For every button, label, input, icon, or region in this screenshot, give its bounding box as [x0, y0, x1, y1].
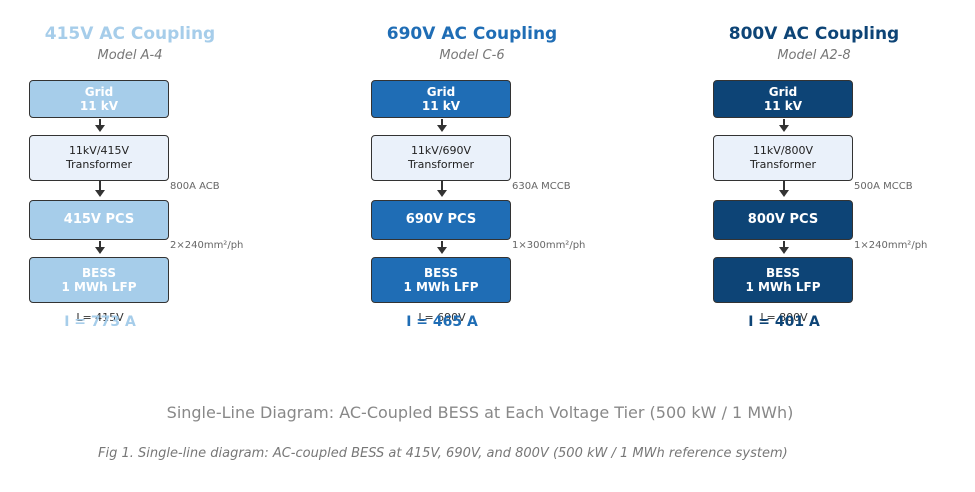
pcs-box: 800V PCS [713, 200, 853, 240]
grid-box: Grid 11 kV [29, 80, 169, 118]
column-model: Model A-4 [97, 48, 163, 63]
bess-box: BESS 1 MWh LFP [29, 257, 169, 303]
grid-label: Grid [426, 85, 456, 99]
grid-box: Grid 11 kV [713, 80, 853, 118]
grid-voltage: 11 kV [763, 99, 803, 113]
current-label: I = 773 A [64, 314, 136, 330]
voltage-label: L= 415V [76, 311, 124, 324]
grid-box: Grid 11 kV [371, 80, 511, 118]
transformer-box: 11kV/800V Transformer [713, 135, 853, 181]
grid-label: Grid [768, 85, 798, 99]
breaker-label: 630A MCCB [512, 181, 571, 192]
transformer-ratio: 11kV/415V [68, 144, 130, 157]
transformer-box: 11kV/415V Transformer [29, 135, 169, 181]
column-title: 690V AC Coupling [386, 24, 558, 44]
column-690v: 690V AC Coupling Model C-6 Grid 11 kV 11… [342, 0, 602, 340]
bess-label: BESS [81, 266, 117, 280]
column-title: 800V AC Coupling [728, 24, 900, 44]
cable-label: 1×240mm²/ph [854, 240, 928, 251]
transformer-label: Transformer [749, 158, 816, 171]
transformer-label: Transformer [407, 158, 474, 171]
transformer-box: 11kV/690V Transformer [371, 135, 511, 181]
breaker-label: 500A MCCB [854, 181, 913, 192]
bess-label: BESS [423, 266, 459, 280]
bess-label: BESS [765, 266, 801, 280]
current-label: I = 401 A [748, 314, 820, 330]
pcs-box: 415V PCS [29, 200, 169, 240]
pcs-label: 415V PCS [63, 212, 135, 227]
bess-capacity: 1 MWh LFP [403, 280, 479, 294]
diagram-title: Single-Line Diagram: AC-Coupled BESS at … [166, 403, 794, 422]
arrow-transformer-to-pcs [779, 181, 789, 197]
grid-label: Grid [84, 85, 114, 99]
transformer-ratio: 11kV/800V [752, 144, 814, 157]
column-415v: 415V AC Coupling Model A-4 Grid 11 kV 11… [0, 0, 260, 340]
column-title: 415V AC Coupling [44, 24, 216, 44]
transformer-ratio: 11kV/690V [410, 144, 472, 157]
grid-voltage: 11 kV [421, 99, 461, 113]
bess-capacity: 1 MWh LFP [61, 280, 137, 294]
arrow-transformer-to-pcs [437, 181, 447, 197]
cable-label: 1×300mm²/ph [512, 240, 586, 251]
arrow-transformer-to-pcs [95, 181, 105, 197]
column-model: Model A2-8 [777, 48, 851, 63]
column-model: Model C-6 [439, 48, 505, 63]
column-800v: 800V AC Coupling Model A2-8 Grid 11 kV 1… [684, 0, 944, 340]
arrow-grid-to-transformer [95, 119, 105, 132]
bess-capacity: 1 MWh LFP [745, 280, 821, 294]
voltage-label: L= 690V [418, 311, 466, 324]
arrow-grid-to-transformer [437, 119, 447, 132]
pcs-label: 690V PCS [405, 212, 477, 227]
figure-caption: Fig 1. Single-line diagram: AC-coupled B… [98, 446, 788, 461]
bess-box: BESS 1 MWh LFP [371, 257, 511, 303]
transformer-label: Transformer [65, 158, 132, 171]
bess-box: BESS 1 MWh LFP [713, 257, 853, 303]
arrow-pcs-to-bess [437, 241, 447, 254]
breaker-label: 800A ACB [170, 181, 220, 192]
arrow-pcs-to-bess [95, 241, 105, 254]
grid-voltage: 11 kV [79, 99, 119, 113]
voltage-label: L= 800V [760, 311, 808, 324]
pcs-label: 800V PCS [747, 212, 819, 227]
cable-label: 2×240mm²/ph [170, 240, 244, 251]
arrow-pcs-to-bess [779, 241, 789, 254]
pcs-box: 690V PCS [371, 200, 511, 240]
current-label: I = 465 A [406, 314, 478, 330]
arrow-grid-to-transformer [779, 119, 789, 132]
